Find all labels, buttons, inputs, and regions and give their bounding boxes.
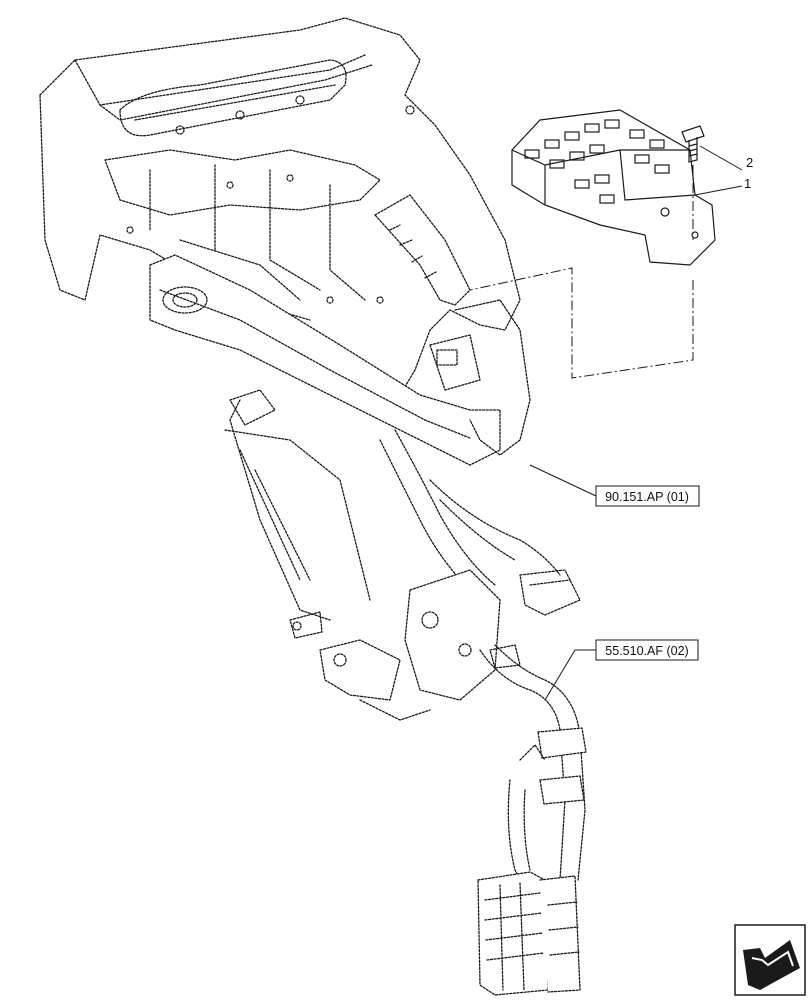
harness-lower [477,644,587,996]
next-page-arrow-icon[interactable] [734,924,806,996]
callout-1-group: 1 [694,176,751,196]
screw [681,125,705,163]
control-module [511,109,716,266]
ref-90-151-group[interactable]: 90.151.AP (01) [529,464,700,507]
ref-90-151-label[interactable]: 90.151.AP (01) [605,490,689,504]
callout-2-group: 2 [699,145,753,171]
ref-55-510-label[interactable]: 55.510.AF (02) [605,644,688,658]
callout-1: 1 [744,176,751,191]
ref-55-510-group[interactable]: 55.510.AF (02) [544,639,699,701]
callout-2: 2 [746,155,753,170]
harness-middle [224,389,581,721]
module-sockets [524,119,670,204]
front-bar [149,254,531,466]
mounting-lines [469,165,694,379]
